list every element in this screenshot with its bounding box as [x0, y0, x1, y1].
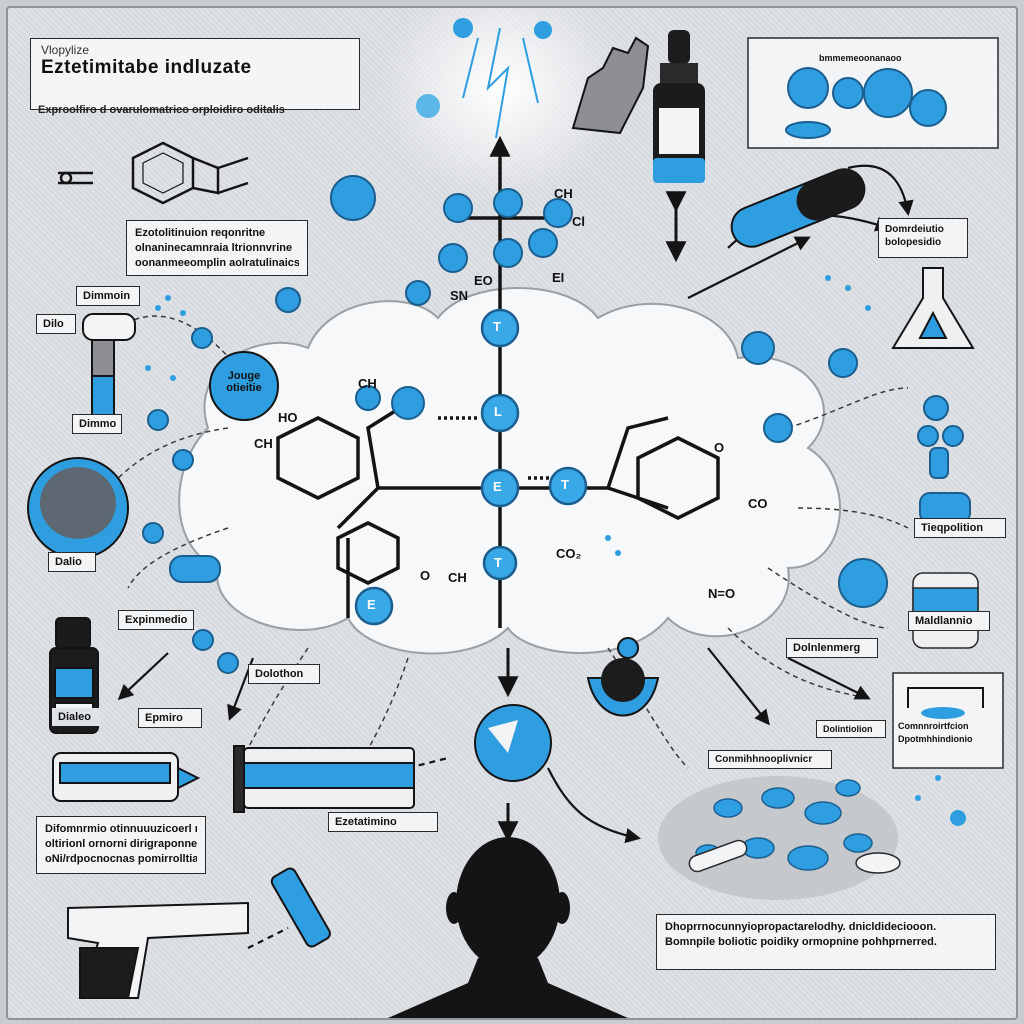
- label-dolnlenmerg: Dolnlenmerg: [786, 638, 878, 658]
- center-node-5: [482, 545, 518, 581]
- note-upper-left: Ezotolitinuion reqonritne olnaninecamnra…: [126, 220, 308, 276]
- chem-ch-mid: CH: [254, 436, 273, 451]
- note-line: Comnnroirtfcion: [898, 721, 969, 731]
- center-node-label: L: [494, 404, 502, 419]
- chem-ch-left: CH: [358, 376, 377, 391]
- label-dolintiolion: Dolintiolion: [816, 720, 886, 738]
- label-dalio: Dalio: [48, 552, 96, 572]
- note-line: Difomnrmio otinnuuuzicoerl nrlinl: [45, 823, 197, 835]
- chem-ei: EI: [552, 270, 565, 285]
- glove-icon: [571, 36, 650, 135]
- capsule-icon: [730, 168, 866, 248]
- benzene-ring-structure: [58, 141, 249, 205]
- center-node-label: E: [493, 479, 502, 494]
- label-right-upper: Domrdeiutio bolopesidio: [878, 218, 968, 258]
- chem-ch-top: CH: [554, 186, 573, 201]
- chem-o1: O: [714, 440, 725, 455]
- energy-glow: [380, 8, 620, 198]
- note-line: Dpotmhhindionio: [898, 734, 973, 744]
- label-ezetimibe: Ezetatimino: [328, 812, 438, 832]
- label-right-mid: Comnnroirtfcion Dpotmhhindionio: [898, 720, 998, 746]
- title-kicker: Vlopylize: [41, 43, 90, 57]
- tray-panel: [892, 672, 1004, 769]
- jouge-subtitle: otieitie: [226, 382, 262, 394]
- note-line: Dhoprrnocunnyiopropactarelodhy. dnicldid…: [665, 921, 937, 933]
- chem-nh: HO: [278, 410, 298, 425]
- note-line: Bomnpile boliotic poidiky ormopnine pohh…: [665, 936, 937, 948]
- label-dimmo: Dimmo: [72, 414, 122, 434]
- jouge-badge-text: Jouge otieitie: [213, 370, 275, 394]
- note-line: Ezotolitinuion reqonritne: [135, 227, 266, 239]
- center-node-label: T: [494, 555, 502, 570]
- chem-ch-right: CH: [448, 570, 467, 585]
- dark-pendant-icon: [586, 637, 660, 717]
- chem-o2: O: [420, 568, 431, 583]
- label-maldlannio: Maldlannio: [908, 611, 990, 631]
- molecule-atoms: [355, 188, 573, 420]
- note-bottom-right: Dhoprrnocunnyiopropactarelodhy. dnicldid…: [656, 914, 996, 970]
- center-node-label: E: [367, 597, 376, 612]
- pill-bowl-icon: [27, 457, 129, 559]
- white-capsule-icon: [82, 313, 136, 417]
- chem-co2: CO₂: [556, 546, 582, 561]
- syringe-icon: [270, 867, 331, 948]
- scatter-dots: [145, 275, 966, 826]
- note-line: oonanmeeomplin aolratulinaics: [135, 257, 299, 269]
- label-dimmoin: Dimmoin: [76, 286, 140, 306]
- note-line: olnaninecamnraia ltrionnvrine: [135, 242, 293, 254]
- page-title: Eztetimitabe indluzate: [41, 57, 252, 78]
- label-dolothon: Dolothon: [248, 664, 320, 684]
- note-line: bolopesidio: [885, 237, 942, 248]
- chem-cl-top: Cl: [572, 214, 585, 229]
- poster: Vlopylize Eztetimitabe indluzate Exprool…: [6, 6, 1018, 1020]
- label-tieqpolition: Tieqpolition: [914, 518, 1006, 538]
- center-node-group: [354, 308, 588, 626]
- label-top-right: bmmemeoonanaoo: [819, 53, 902, 63]
- label-dialeo: Dialeo: [52, 708, 100, 726]
- note-lower-left: Difomnrmio otinnuuuzicoerl nrlinl oltiri…: [36, 816, 206, 874]
- pill-pile-icon: [658, 776, 901, 900]
- jouge-title: Jouge: [227, 370, 261, 382]
- note-line: Domrdeiutio: [885, 224, 944, 235]
- note-line: oltirionl ornorni dirigraponne: [45, 838, 197, 850]
- chem-sn: SN: [450, 288, 469, 303]
- page-subtitle: Exproolfiro d ovarulomatrico orploidiro …: [38, 104, 285, 116]
- label-expinmedio: Expinmedio: [118, 610, 194, 630]
- center-lens-icon: [474, 704, 552, 782]
- central-cloud: [178, 287, 841, 655]
- note-line: oNi/rdpocnocnas pomirrolltiat.: [45, 853, 197, 865]
- center-node-2: [480, 393, 520, 433]
- ball-stick-molecule: [785, 67, 947, 139]
- center-node-label: T: [561, 477, 569, 492]
- dropper-bottle-icon: [653, 30, 705, 183]
- label-dilo: Dilo: [36, 314, 76, 334]
- center-node-label: T: [493, 319, 501, 334]
- left-molecules: [142, 175, 376, 674]
- label-epmiro: Epmiro: [138, 708, 202, 728]
- pistol-icon: [67, 901, 249, 999]
- chem-eo: EO: [474, 273, 493, 288]
- center-node-6: [354, 586, 394, 626]
- title-box: Vlopylize Eztetimitabe indluzate: [30, 38, 360, 110]
- syringe-barrel-icon: [233, 745, 415, 813]
- center-node-4: [548, 466, 588, 506]
- jouge-badge: [209, 351, 279, 421]
- cartridge-icon: [52, 752, 201, 802]
- chem-co: CO: [748, 496, 768, 511]
- center-node-1: [480, 308, 520, 348]
- person-silhouette-icon: [388, 837, 628, 1018]
- flask-icon: [891, 267, 975, 349]
- right-pills: [741, 331, 971, 608]
- label-bottom-center: Conmihhnooplivnicr: [708, 750, 832, 769]
- chem-n-eq: N=O: [708, 586, 736, 601]
- center-node-3: [480, 468, 520, 508]
